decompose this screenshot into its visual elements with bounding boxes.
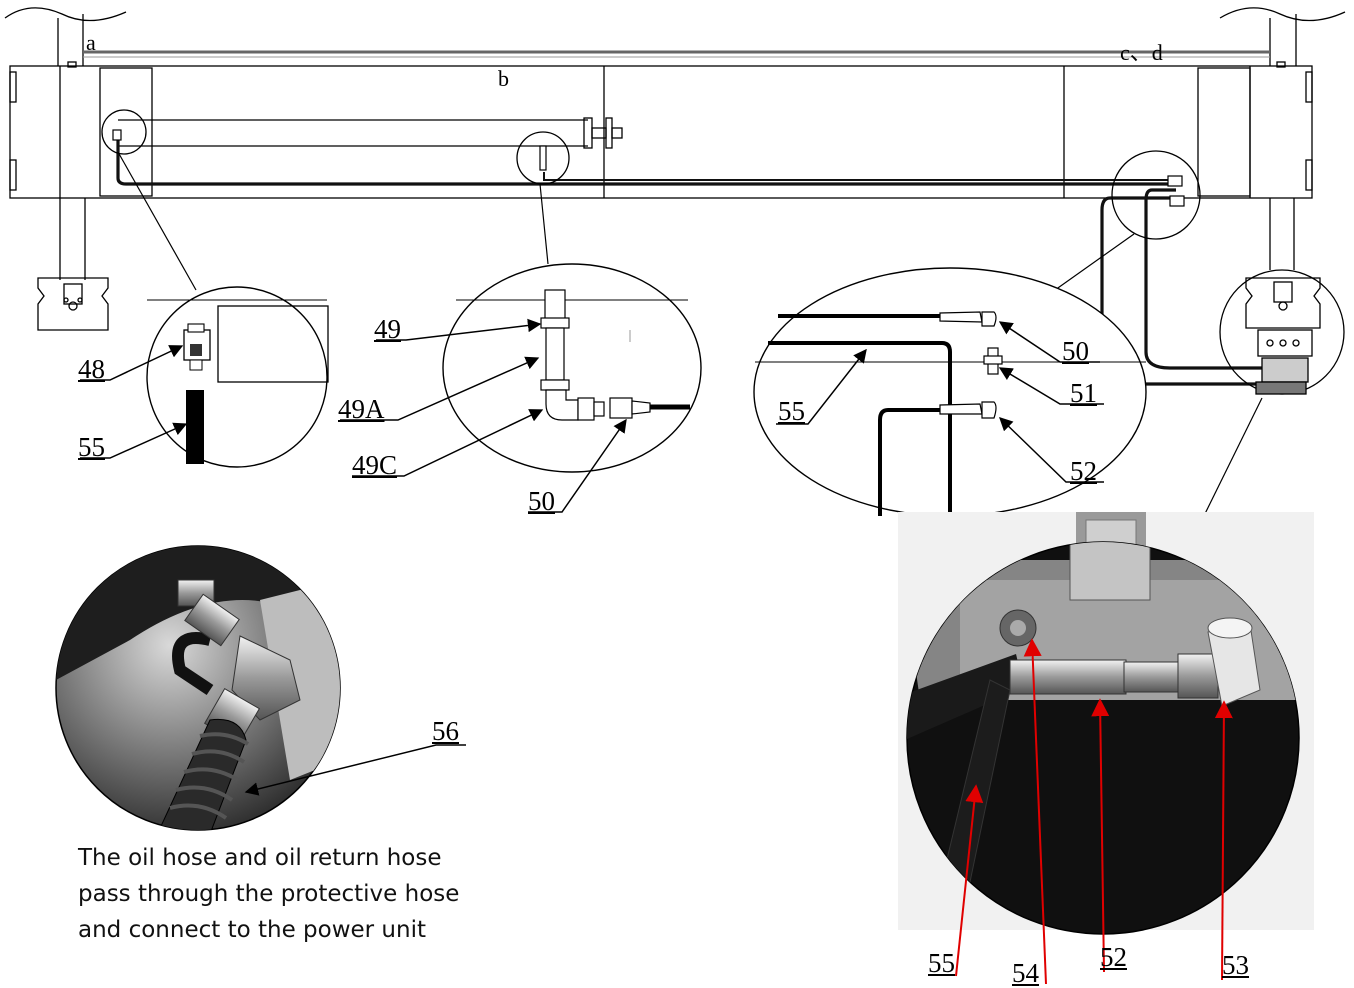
callout-49A: 49A [338, 394, 385, 424]
tag-cd: c、d [1120, 40, 1163, 65]
tag-a: a [86, 30, 96, 55]
callout-49: 49 [374, 314, 401, 344]
callout-52-photo: 52 [1100, 942, 1127, 972]
callout-53: 53 [1222, 950, 1249, 980]
callout-55-right: 55 [778, 396, 805, 426]
callout-leaders [80, 318, 1104, 796]
callout-51: 51 [1070, 378, 1097, 408]
photo-protective-hose [55, 545, 341, 831]
caption: The oil hose and oil return hose pass th… [78, 840, 538, 948]
callout-50-mid: 50 [528, 486, 555, 516]
callout-50-right: 50 [1062, 336, 1089, 366]
caption-line-3: and connect to the power unit [78, 917, 426, 943]
caption-line-2: pass through the protective hose [78, 881, 460, 907]
photo-callout-leaders [955, 638, 1233, 985]
detail-zoom-49 [442, 263, 702, 473]
callout-54: 54 [1012, 958, 1039, 988]
callout-49C: 49C [352, 450, 398, 480]
lift-frame [4, 7, 1346, 331]
callout-55-photo: 55 [928, 948, 955, 978]
callout-52-right: 52 [1070, 456, 1097, 486]
detail-zoom-48 [146, 286, 329, 468]
callout-48: 48 [78, 354, 105, 384]
frame-fittings [112, 129, 1185, 207]
power-unit [1245, 277, 1321, 395]
tag-b: b [498, 66, 509, 91]
detail-circles [101, 109, 1345, 395]
photo-power-unit-fittings [898, 512, 1314, 935]
detail-zoom-50-52 [753, 267, 1147, 517]
callout-55-left: 55 [78, 432, 105, 462]
caption-line-1: The oil hose and oil return hose [78, 845, 442, 871]
callout-56: 56 [432, 716, 459, 746]
